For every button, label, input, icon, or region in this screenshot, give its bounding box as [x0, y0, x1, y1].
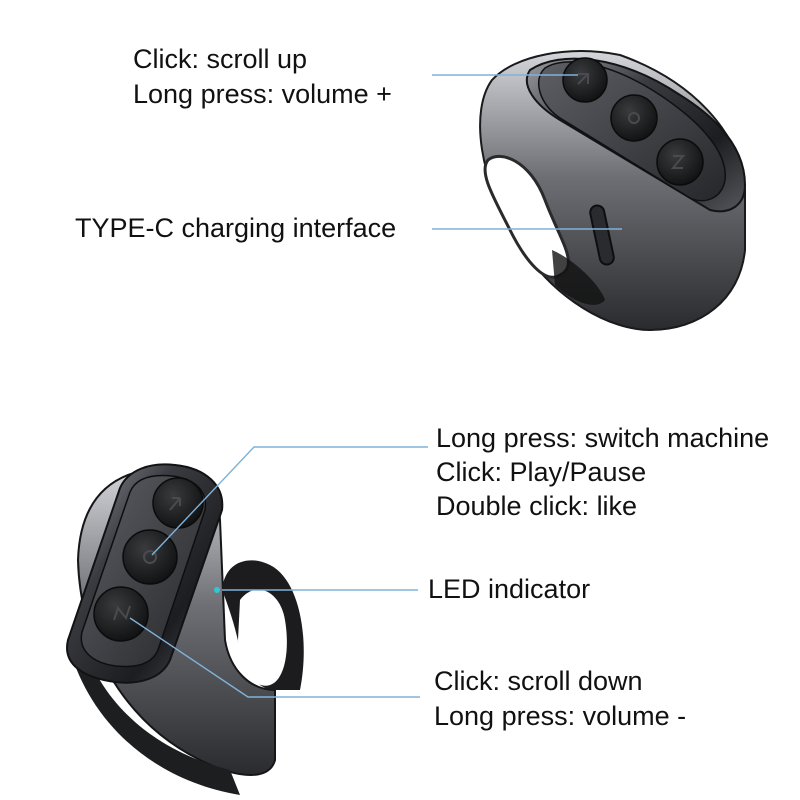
bottom-button-longpress-text: Long press: volume -: [434, 701, 687, 731]
middle-button-click-text: Click: Play/Pause: [436, 457, 647, 487]
led-dot: [214, 587, 220, 593]
top-button-annotation: Click: scroll up Long press: volume +: [133, 42, 392, 112]
top-ring: [479, 50, 747, 332]
top-button-longpress-text: Long press: volume +: [133, 79, 392, 109]
middle-button-annotation: Long press: switch machine Click: Play/P…: [436, 421, 769, 523]
bottom-ring: [66, 463, 304, 795]
middle-button-doubleclick-text: Double click: like: [436, 491, 638, 521]
top-button-click-text: Click: scroll up: [133, 44, 308, 74]
led-annotation: LED indicator: [428, 572, 590, 607]
leader-lines: [129, 74, 622, 698]
bottom-button-annotation: Click: scroll down Long press: volume -: [434, 664, 686, 734]
bottom-button-click-text: Click: scroll down: [434, 666, 643, 696]
type-c-text: TYPE-C charging interface: [75, 213, 397, 243]
middle-button-longpress-text: Long press: switch machine: [436, 423, 770, 453]
arrow-up-icon: [577, 73, 589, 85]
type-c-annotation: TYPE-C charging interface: [75, 211, 396, 246]
led-text: LED indicator: [428, 574, 591, 604]
